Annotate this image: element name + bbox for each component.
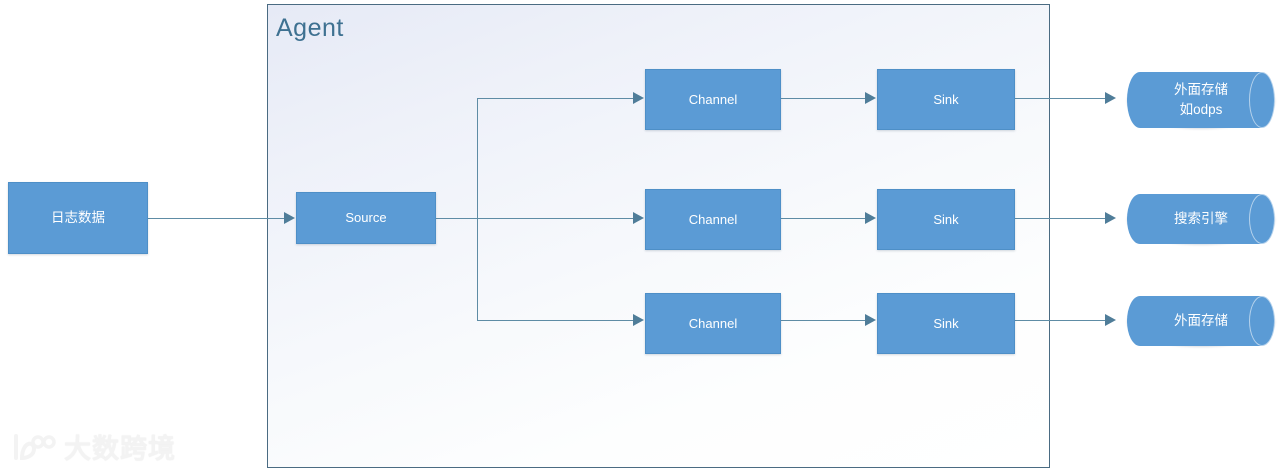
connector-bus-to-channel-2 — [477, 218, 633, 219]
cylinder-right-cap — [1249, 296, 1275, 346]
connector-source-to-bus — [436, 218, 478, 219]
connector-split-bus — [477, 98, 478, 320]
connector-sink-1-to-storage-1 — [1015, 98, 1105, 99]
watermark-text: 大数跨境 — [64, 434, 176, 464]
agent-title: Agent — [276, 14, 344, 42]
watermark: 大数跨境 — [10, 427, 176, 466]
node-storage-2[interactable]: 搜索引擎 — [1127, 194, 1275, 244]
connector-bus-to-channel-3 — [477, 320, 633, 321]
arrowhead-channel-1-to-sink-1 — [865, 92, 876, 104]
node-channel-1[interactable]: Channel — [645, 69, 781, 130]
node-sink-2[interactable]: Sink — [877, 189, 1015, 250]
connector-channel-2-to-sink-2 — [781, 218, 865, 219]
node-sink-1[interactable]: Sink — [877, 69, 1015, 130]
node-storage-1[interactable]: 外面存储 如odps — [1127, 72, 1275, 128]
watermark-logo-icon — [14, 433, 56, 460]
node-storage-3-label: 外面存储 — [1174, 313, 1228, 329]
arrowhead-sink-3-to-storage-3 — [1105, 314, 1116, 326]
cylinder-body — [1140, 72, 1262, 128]
cylinder-body — [1140, 296, 1262, 346]
node-sink-3-label: Sink — [933, 315, 959, 331]
node-storage-1-label: 外面存储 如odps — [1174, 82, 1228, 117]
node-storage-2-label: 搜索引擎 — [1174, 211, 1228, 227]
connector-sink-2-to-storage-2 — [1015, 218, 1105, 219]
cylinder-body — [1140, 194, 1262, 244]
connector-channel-3-to-sink-3 — [781, 320, 865, 321]
connector-channel-1-to-sink-1 — [781, 98, 865, 99]
arrowhead-bus-to-channel-3 — [633, 314, 644, 326]
node-storage-3[interactable]: 外面存储 — [1127, 296, 1275, 346]
connector-sink-3-to-storage-3 — [1015, 320, 1105, 321]
node-sink-1-label: Sink — [933, 91, 959, 107]
arrowhead-channel-3-to-sink-3 — [865, 314, 876, 326]
arrowhead-channel-2-to-sink-2 — [865, 212, 876, 224]
node-channel-1-label: Channel — [688, 91, 738, 107]
arrowhead-sink-2-to-storage-2 — [1105, 212, 1116, 224]
arrowhead-input-to-source — [284, 212, 295, 224]
node-input-log-data[interactable]: 日志数据 — [8, 182, 148, 254]
arrowhead-sink-1-to-storage-1 — [1105, 92, 1116, 104]
connector-input-to-source — [148, 218, 284, 219]
node-sink-2-label: Sink — [933, 211, 959, 227]
cylinder-right-cap — [1249, 194, 1275, 244]
node-source[interactable]: Source — [296, 192, 436, 244]
node-sink-3[interactable]: Sink — [877, 293, 1015, 354]
node-input-log-data-label: 日志数据 — [51, 209, 105, 225]
node-channel-2-label: Channel — [688, 211, 738, 227]
arrowhead-bus-to-channel-2 — [633, 212, 644, 224]
cylinder-right-cap — [1249, 72, 1275, 128]
node-source-label: Source — [345, 210, 387, 226]
node-channel-3-label: Channel — [688, 315, 738, 331]
node-channel-2[interactable]: Channel — [645, 189, 781, 250]
node-channel-3[interactable]: Channel — [645, 293, 781, 354]
connector-bus-to-channel-1 — [477, 98, 633, 99]
arrowhead-bus-to-channel-1 — [633, 92, 644, 104]
